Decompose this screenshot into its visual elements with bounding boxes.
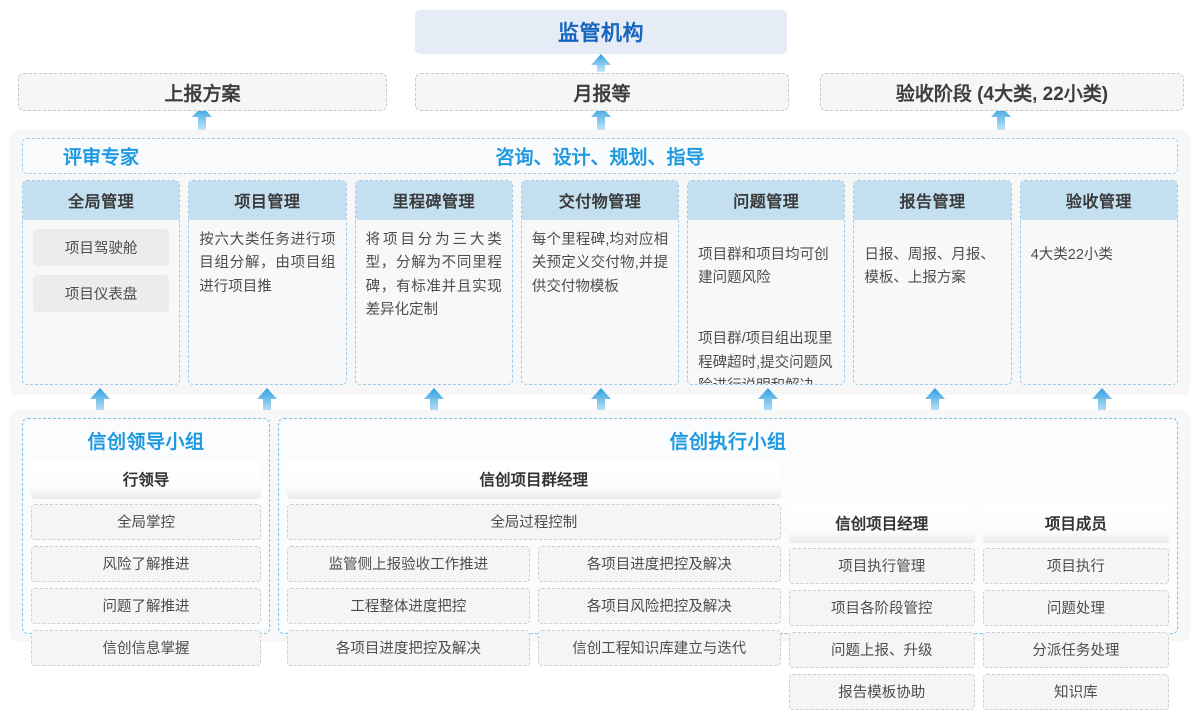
channel-box-report-plan: 上报方案 [18,73,387,111]
card-paragraph: 将项目分为三大类型，分解为不同里程碑，有标准并且实现差异化定制 [365,232,502,319]
card-body: 项目驾驶舱 项目仪表盘 [23,220,179,384]
bottom-org-band: 信创领导小组 行领导 全局掌控 风险了解推进 问题了解推进 信创信息掌握 信创执… [10,410,1190,710]
arrow-up-icon [256,388,278,414]
role-item[interactable]: 项目各阶段管控 [788,590,975,626]
capability-card-acceptance-management[interactable]: 验收管理 4大类22小类 [1019,180,1178,385]
middle-platform-band: 评审专家 咨询、设计、规划、指导 全局管理 项目驾驶舱 项目仪表盘 项目管理 按… [10,130,1190,395]
capability-card-issue-management[interactable]: 问题管理 项目群和项目均可创建问题风险 项目群/项目组出现里程碑超时,提交问题风… [687,180,846,385]
card-paragraph: 4大类22小类 [1030,246,1113,263]
channel-label: 上报方案 [164,83,241,105]
role-item[interactable]: 问题了解推进 [31,588,261,624]
channel-label: 验收阶段 (4大类, 22小类) [895,83,1109,105]
card-body: 日报、周报、月报、模板、上报方案 [854,220,1010,384]
card-header: 问题管理 [688,181,845,220]
capability-card-deliverable-management[interactable]: 交付物管理 每个里程碑,均对应相关预定义交付物,并提供交付物模板 [520,180,680,385]
arrow-up-icon [89,388,111,414]
role-item[interactable]: 报告模板协助 [788,674,975,710]
group-title: 信创领导小组 [87,432,205,453]
role-head[interactable]: 行领导 [31,461,261,498]
arrow-up-icon [191,106,213,132]
role-item[interactable]: 各项目进度把控及解决 [537,546,781,582]
role-column-program-manager: 信创项目群经理 全局过程控制 监管侧上报验收工作推进 工程整体进度把控 各项目进… [287,461,781,666]
capability-card-milestone-management[interactable]: 里程碑管理 将项目分为三大类型，分解为不同里程碑，有标准并且实现差异化定制 [354,180,513,385]
capability-card-project-management[interactable]: 项目管理 按六大类任务进行项目组分解，由项目组进行项目推 [188,180,347,385]
card-paragraph: 项目群和项目均可创建问题风险 [698,246,829,286]
program-manager-sub-columns: 监管侧上报验收工作推进 工程整体进度把控 各项目进度把控及解决 各项目进度把控及… [287,546,781,666]
band-title-services: 咨询、设计、规划、指导 [495,147,705,169]
card-body: 将项目分为三大类型，分解为不同里程碑，有标准并且实现差异化定制 [356,220,512,384]
role-item[interactable]: 各项目风险把控及解决 [537,588,781,624]
band-title-review-experts: 评审专家 [63,147,140,169]
role-head[interactable]: 信创项目群经理 [287,461,781,498]
card-body: 每个里程碑,均对应相关预定义交付物,并提供交付物模板 [522,220,678,384]
role-item[interactable]: 工程整体进度把控 [287,588,530,624]
capability-card-global-management[interactable]: 全局管理 项目驾驶舱 项目仪表盘 [22,180,181,385]
card-header: 全局管理 [23,181,180,220]
capability-card-report-management[interactable]: 报告管理 日报、周报、月报、模板、上报方案 [853,180,1012,385]
arrow-up-icon [990,106,1012,132]
capability-cards-row: 全局管理 项目驾驶舱 项目仪表盘 项目管理 按六大类任务进行项目组分解，由项目组… [22,180,1178,385]
role-item[interactable]: 项目执行管理 [788,548,975,584]
role-item[interactable]: 知识库 [982,674,1169,710]
card-body: 按六大类任务进行项目组分解，由项目组进行项目推 [189,220,345,384]
regulator-box: 监管机构 [415,10,787,54]
program-manager-left-column: 监管侧上报验收工作推进 工程整体进度把控 各项目进度把控及解决 [287,546,530,666]
arrow-up-icon [1091,388,1113,414]
role-item[interactable]: 全局过程控制 [287,504,781,540]
architecture-diagram: 监管机构 上报方案 月报等 验收阶段 (4大类 [10,10,1190,710]
card-header: 项目管理 [189,181,346,220]
role-item[interactable]: 监管侧上报验收工作推进 [287,546,530,582]
program-manager-right-column: 各项目进度把控及解决 各项目风险把控及解决 信创工程知识库建立与迭代 [537,546,781,666]
channel-box-monthly-report: 月报等 [415,73,789,111]
role-item[interactable]: 问题处理 [982,590,1169,626]
leading-roles: 行领导 全局掌控 风险了解推进 问题了解推进 信创信息掌握 [23,461,269,666]
role-item[interactable]: 项目执行 [982,548,1169,584]
card-body: 项目群和项目均可创建问题风险 项目群/项目组出现里程碑超时,提交问题风险进行说明… [688,220,844,385]
role-head[interactable]: 项目成员 [982,505,1169,542]
channel-label: 月报等 [573,83,631,105]
card-body: 4大类22小类 [1021,220,1177,384]
middle-band-header: 评审专家 咨询、设计、规划、指导 [22,138,1178,174]
regulator-label: 监管机构 [558,22,644,45]
role-item[interactable]: 信创信息掌握 [31,630,261,666]
role-column-project-member: 项目成员 项目执行 问题处理 分派任务处理 知识库 [982,505,1169,710]
card-paragraph: 日报、周报、月报、模板、上报方案 [864,246,995,286]
card-paragraph: 每个里程碑,均对应相关预定义交付物,并提供交付物模板 [531,232,669,295]
role-item[interactable]: 全局掌控 [31,504,261,540]
role-item[interactable]: 问题上报、升级 [788,632,975,668]
card-header: 交付物管理 [521,181,679,220]
arrow-up-icon [590,388,612,414]
role-item[interactable]: 风险了解推进 [31,546,261,582]
card-header: 验收管理 [1020,181,1177,220]
arrow-up-icon [590,54,612,72]
card-header: 报告管理 [854,181,1011,220]
arrow-up-icon [924,388,946,414]
card-paragraph: 按六大类任务进行项目组分解，由项目组进行项目推 [199,232,336,295]
group-title: 信创执行小组 [669,432,787,453]
card-paragraph: 项目群/项目组出现里程碑超时,提交问题风险进行说明和解决 [698,331,833,384]
card-chip[interactable]: 项目仪表盘 [33,275,170,312]
role-item[interactable]: 信创工程知识库建立与迭代 [537,630,781,666]
role-item[interactable]: 分派任务处理 [982,632,1169,668]
card-header: 里程碑管理 [355,181,512,220]
role-column-project-manager: 信创项目经理 项目执行管理 项目各阶段管控 问题上报、升级 报告模板协助 [788,505,975,710]
role-column-bank-leader: 行领导 全局掌控 风险了解推进 问题了解推进 信创信息掌握 [31,461,261,666]
role-item[interactable]: 各项目进度把控及解决 [287,630,530,666]
card-chip[interactable]: 项目驾驶舱 [33,229,170,266]
arrow-up-icon [757,388,779,414]
arrow-up-icon [590,106,612,132]
channel-box-acceptance-stage: 验收阶段 (4大类, 22小类) [820,73,1184,111]
group-box-execution: 信创执行小组 信创项目群经理 全局过程控制 监管侧上报验收工作推进 工程整体进度… [278,418,1178,710]
execution-roles: 信创项目群经理 全局过程控制 监管侧上报验收工作推进 工程整体进度把控 各项目进… [279,461,1177,710]
group-box-leading: 信创领导小组 行领导 全局掌控 风险了解推进 问题了解推进 信创信息掌握 [22,418,270,666]
role-head[interactable]: 信创项目经理 [788,505,975,542]
arrow-up-icon [423,388,445,414]
